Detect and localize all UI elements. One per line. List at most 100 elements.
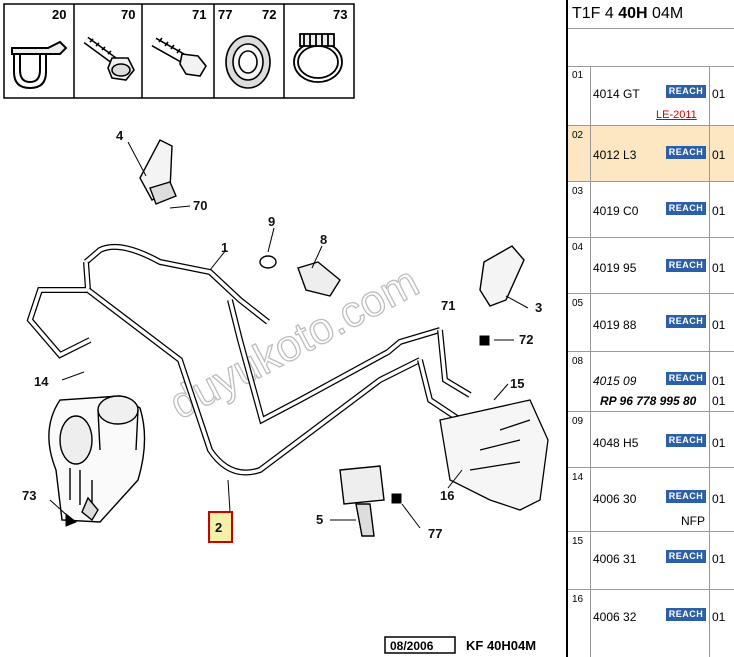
part-row-16[interactable]: 16 4006 32 REACH 01 — [568, 590, 734, 657]
part-row-05[interactable]: 05 4019 88 REACH 01 — [568, 294, 734, 352]
le-2011-link[interactable]: LE-2011 — [656, 109, 697, 121]
reach-badge: REACH — [666, 202, 706, 215]
part-index: 08 — [572, 356, 584, 367]
part-quantity: 01 — [712, 204, 726, 218]
part-row-02[interactable]: 02 4012 L3 REACH 01 — [568, 126, 734, 182]
strip-num-77[interactable]: 77 — [218, 7, 232, 22]
col-divider — [709, 468, 710, 531]
bolt-icon — [83, 36, 135, 81]
callout-72[interactable]: 72 — [519, 332, 533, 347]
callout-3[interactable]: 3 — [535, 300, 542, 315]
callout-1[interactable]: 1 — [221, 240, 228, 255]
strip-num-70[interactable]: 70 — [121, 7, 135, 22]
part-index: 01 — [572, 70, 584, 81]
part-index: 04 — [572, 242, 584, 253]
callout-5[interactable]: 5 — [316, 512, 323, 527]
seal-ring-icon — [225, 35, 271, 89]
panel-header: T1F 4 40H 04M — [568, 0, 734, 29]
part-index: 16 — [572, 594, 584, 605]
part-reference[interactable]: 4014 GT — [593, 87, 640, 101]
fastener-strip: 20 70 71 77 72 73 — [3, 3, 355, 99]
leader-lines — [49, 141, 529, 529]
bracket-part-4 — [139, 139, 177, 205]
steering-rack — [439, 399, 549, 511]
pressure-switch-part-8 — [259, 255, 341, 297]
header-part2: 40H — [618, 5, 648, 22]
part-row-14[interactable]: 14 4006 30 REACH 01 NFP — [568, 468, 734, 532]
col-divider — [709, 352, 710, 411]
col-divider — [709, 412, 710, 467]
hose-clamp-icon — [293, 33, 343, 83]
hose-lines — [26, 243, 483, 476]
strip-num-73[interactable]: 73 — [333, 7, 347, 22]
pump-assembly — [48, 395, 146, 523]
part-reference[interactable]: 4006 31 — [593, 552, 637, 566]
part-index: 05 — [572, 298, 584, 309]
col-divider — [709, 294, 710, 351]
col-divider — [709, 66, 710, 125]
col-divider — [590, 412, 591, 467]
reach-badge: REACH — [666, 146, 706, 159]
callout-16[interactable]: 16 — [440, 488, 454, 503]
reach-badge: REACH — [666, 85, 706, 98]
part-row-15[interactable]: 15 4006 31 REACH 01 — [568, 532, 734, 590]
col-divider — [590, 532, 591, 589]
reach-badge: REACH — [666, 434, 706, 447]
strip-num-71[interactable]: 71 — [192, 7, 206, 22]
part-index: 14 — [572, 472, 584, 483]
part-quantity: 01 — [712, 552, 726, 566]
panel-divider — [566, 0, 568, 657]
callout-14[interactable]: 14 — [34, 374, 49, 389]
part-reference[interactable]: 4006 32 — [593, 610, 637, 624]
screw-icon — [151, 37, 207, 77]
reach-badge: REACH — [666, 550, 706, 563]
callout-8[interactable]: 8 — [320, 232, 327, 247]
col-divider — [709, 590, 710, 657]
callout-4[interactable]: 4 — [116, 128, 124, 143]
part-reference[interactable]: 4015 09 — [593, 374, 637, 388]
col-divider — [590, 294, 591, 351]
part-row-01[interactable]: 01 4014 GT REACH 01 LE-2011 — [568, 66, 734, 126]
callout-71[interactable]: 71 — [441, 298, 455, 313]
part-index: 02 — [572, 130, 584, 141]
part-quantity: 01 — [712, 492, 726, 506]
part-reference[interactable]: 4019 88 — [593, 318, 637, 332]
reach-badge: REACH — [666, 608, 706, 621]
col-divider — [590, 352, 591, 411]
rp-reference[interactable]: RP 96 778 995 80 — [600, 394, 697, 408]
part-quantity: 01 — [712, 436, 726, 450]
col-divider — [590, 468, 591, 531]
part-row-08[interactable]: 08 4015 09 REACH 01 RP 96 778 995 80 01 — [568, 352, 734, 412]
strip-num-20[interactable]: 20 — [52, 7, 66, 22]
part-quantity: 01 — [712, 374, 726, 388]
part-reference[interactable]: 4019 C0 — [593, 204, 639, 218]
part-index: 09 — [572, 416, 584, 427]
col-divider — [709, 532, 710, 589]
part-index: 15 — [572, 536, 584, 547]
part-reference[interactable]: 4012 L3 — [593, 148, 637, 162]
callout-70[interactable]: 70 — [193, 198, 207, 213]
footer-date: 08/2006 — [390, 639, 434, 653]
part-row-04[interactable]: 04 4019 95 REACH 01 — [568, 238, 734, 294]
strip-num-72[interactable]: 72 — [262, 7, 276, 22]
part-row-03[interactable]: 03 4019 C0 REACH 01 — [568, 182, 734, 238]
callout-2-highlight[interactable]: 2 — [208, 511, 233, 543]
callout-77[interactable]: 77 — [428, 526, 442, 541]
part-reference[interactable]: 4006 30 — [593, 492, 637, 506]
callout-9[interactable]: 9 — [268, 214, 275, 229]
col-divider — [590, 590, 591, 657]
clamp-part-5 — [339, 465, 385, 537]
part-quantity: 01 — [712, 148, 726, 162]
callout-73[interactable]: 73 — [22, 488, 36, 503]
callout-15[interactable]: 15 — [510, 376, 524, 391]
part-quantity: 01 — [712, 318, 726, 332]
part-quantity: 01 — [712, 87, 726, 101]
reach-badge: REACH — [666, 315, 706, 328]
part-reference[interactable]: 4048 H5 — [593, 436, 639, 450]
part-quantity-2: 01 — [712, 394, 726, 408]
part-row-09[interactable]: 09 4048 H5 REACH 01 — [568, 412, 734, 468]
part-reference[interactable]: 4019 95 — [593, 261, 637, 275]
callout-2[interactable]: 2 — [215, 520, 222, 535]
col-divider — [709, 238, 710, 293]
col-divider — [709, 126, 710, 181]
